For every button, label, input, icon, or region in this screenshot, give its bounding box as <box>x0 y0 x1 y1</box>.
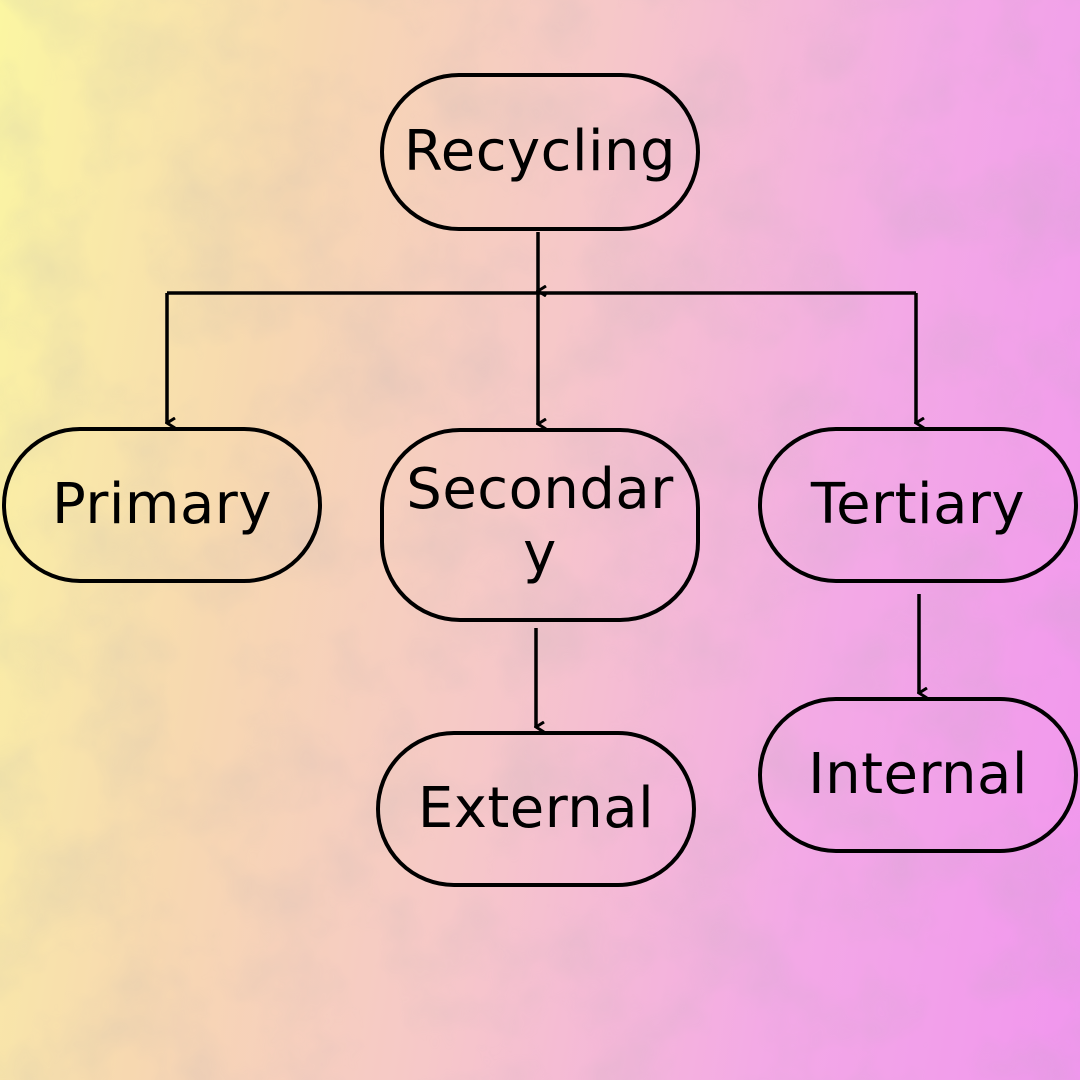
node-internal-label: Internal <box>808 742 1028 807</box>
node-secondary-label: Secondary <box>406 457 674 586</box>
node-tertiary: Tertiary <box>758 427 1078 583</box>
node-recycling-label: Recycling <box>403 119 677 184</box>
node-internal: Internal <box>758 697 1078 853</box>
node-primary: Primary <box>2 427 322 583</box>
node-recycling: Recycling <box>380 73 700 231</box>
node-primary-label: Primary <box>52 472 272 537</box>
node-secondary: Secondary <box>380 428 700 622</box>
node-tertiary-label: Tertiary <box>810 472 1026 537</box>
node-external-label: External <box>417 776 655 841</box>
node-external: External <box>376 731 696 887</box>
